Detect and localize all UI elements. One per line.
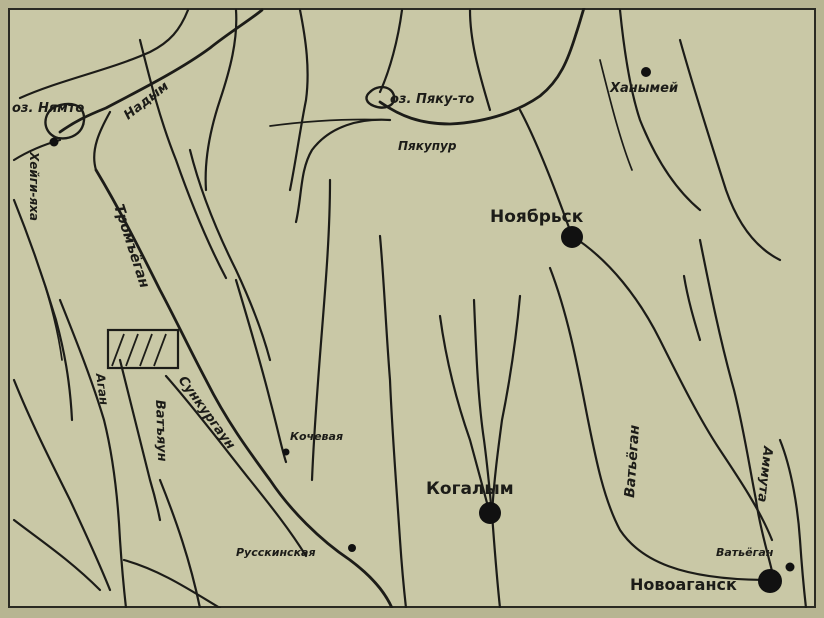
river-amputa-east bbox=[778, 438, 808, 608]
river-ayan bbox=[58, 298, 128, 608]
label-novoagansk: Новоаганск bbox=[630, 575, 737, 594]
settlement-khanymey bbox=[641, 67, 651, 77]
river-kochevaya bbox=[234, 278, 288, 464]
river-far-west-2 bbox=[12, 378, 112, 592]
label-pyakupur: Пякупур bbox=[398, 139, 457, 153]
river-noyabrsk-east bbox=[570, 234, 774, 542]
river-west-south-2 bbox=[122, 558, 222, 608]
river-west-south-3 bbox=[158, 478, 202, 608]
river-north-g bbox=[599, 59, 633, 171]
river-kogalym-2 bbox=[438, 314, 492, 516]
city-novoagansk bbox=[758, 569, 782, 593]
river-west-2 bbox=[138, 38, 228, 280]
map-canvas: оз. Нямто Надым Хейги-яха оз. Пяку-то Пя… bbox=[12, 8, 808, 608]
river-far-west-3 bbox=[39, 269, 63, 361]
hatch-line bbox=[153, 333, 167, 367]
river-central-long bbox=[378, 234, 408, 608]
settlement-kochevaya bbox=[282, 448, 290, 456]
label-khanymey: Ханымей bbox=[609, 81, 678, 96]
settlement-nyamto bbox=[49, 137, 59, 147]
river-west-south-1 bbox=[12, 518, 102, 592]
river-north-e bbox=[618, 8, 702, 212]
lake-nyamto bbox=[44, 102, 86, 140]
hatched-area bbox=[106, 328, 180, 370]
label-vatyegan-river: Ватьёган bbox=[622, 424, 643, 498]
label-kogalym: Когалым bbox=[426, 479, 514, 499]
label-sunkurgayun: Сункургаун bbox=[175, 374, 238, 453]
river-north-b bbox=[288, 8, 309, 192]
label-kochevaya: Кочевая bbox=[290, 430, 343, 443]
river-pyakupur bbox=[378, 8, 586, 126]
river-noyabrsk bbox=[518, 108, 574, 238]
river-vatyaun bbox=[118, 358, 162, 522]
settlement-russkinskaya bbox=[348, 544, 356, 552]
label-vatyaun: Ватъяун bbox=[152, 400, 169, 462]
settlement-vatyegan bbox=[785, 562, 795, 572]
river-pyakupur-south bbox=[294, 118, 392, 224]
river-nadym bbox=[58, 8, 264, 134]
river-amputa bbox=[698, 238, 776, 582]
river-vatyegan bbox=[548, 266, 772, 582]
label-vatyegan-settlement: Ватьёган bbox=[716, 546, 774, 559]
label-kheygiyakha: Хейги-яха bbox=[27, 151, 41, 221]
river-far-west-1 bbox=[12, 198, 74, 422]
label-lake-nyamto: оз. Нямто bbox=[12, 101, 84, 116]
river-tromyegan-upper bbox=[93, 110, 112, 172]
map: оз. Нямто Надым Хейги-яха оз. Пяку-то Пя… bbox=[8, 8, 816, 608]
river-sunkurgayun bbox=[164, 374, 308, 558]
label-amputa: Аммута bbox=[754, 445, 775, 503]
river-west-3 bbox=[310, 178, 332, 482]
hatch-line bbox=[125, 333, 139, 367]
label-noyabrsk: Ноябрьск bbox=[490, 207, 584, 227]
river-north-c bbox=[378, 8, 404, 94]
river-nadym-north bbox=[18, 8, 190, 100]
river-north-d bbox=[468, 8, 492, 112]
hatch-line bbox=[111, 333, 125, 367]
river-west-main bbox=[188, 148, 272, 362]
label-lake-pyaku-to: оз. Пяку-то bbox=[390, 92, 474, 107]
river-tromyegan bbox=[94, 168, 394, 608]
river-kogalym-4 bbox=[490, 512, 502, 608]
label-tromyegan: Тромъёган bbox=[110, 202, 152, 290]
city-kogalym bbox=[479, 502, 501, 524]
label-russkinskaya: Русскинская bbox=[236, 546, 316, 559]
river-kogalym-1 bbox=[472, 298, 494, 516]
river-pyakupur-west bbox=[269, 118, 391, 127]
river-north-a bbox=[204, 8, 238, 192]
river-kogalym-3 bbox=[490, 294, 522, 516]
city-noyabrsk bbox=[561, 226, 583, 248]
river-north-f bbox=[678, 38, 782, 262]
river-east-branch bbox=[682, 274, 702, 342]
hatch-line bbox=[139, 333, 153, 367]
label-ayan: Аган bbox=[93, 371, 111, 406]
